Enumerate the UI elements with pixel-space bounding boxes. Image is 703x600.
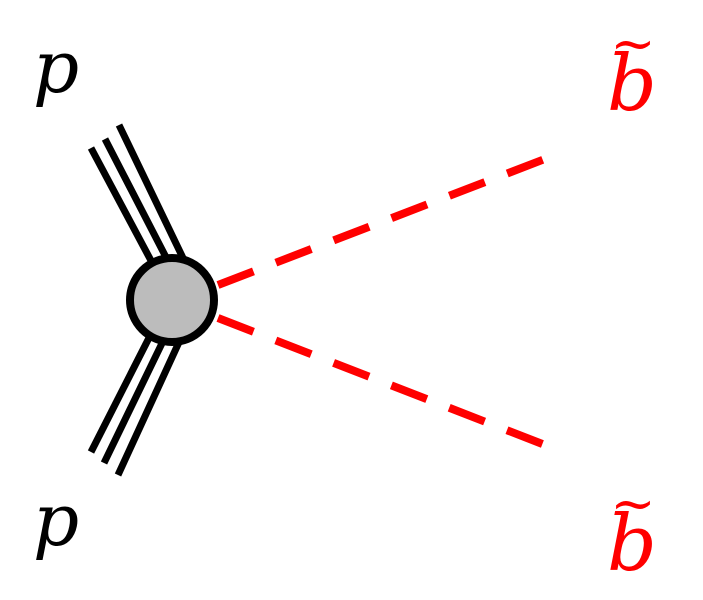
incoming-proton-bottom xyxy=(87,328,184,477)
label-outgoing-top-tilde: ~ xyxy=(610,12,655,75)
label-outgoing-top-letter: b xyxy=(607,39,657,129)
label-incoming-bottom: p xyxy=(33,478,79,562)
label-outgoing-bottom: ~ b xyxy=(607,472,657,589)
incoming-proton-top xyxy=(87,123,187,272)
label-outgoing-bottom-letter: b xyxy=(607,499,657,589)
outgoing-sbottom-bottom xyxy=(216,314,565,456)
label-outgoing-bottom-tilde: ~ xyxy=(610,472,655,535)
interaction-vertex xyxy=(126,254,218,346)
label-outgoing-top: ~ b xyxy=(607,12,657,129)
label-incoming-top: p xyxy=(33,25,79,109)
outgoing-sbottom-top xyxy=(216,148,565,289)
